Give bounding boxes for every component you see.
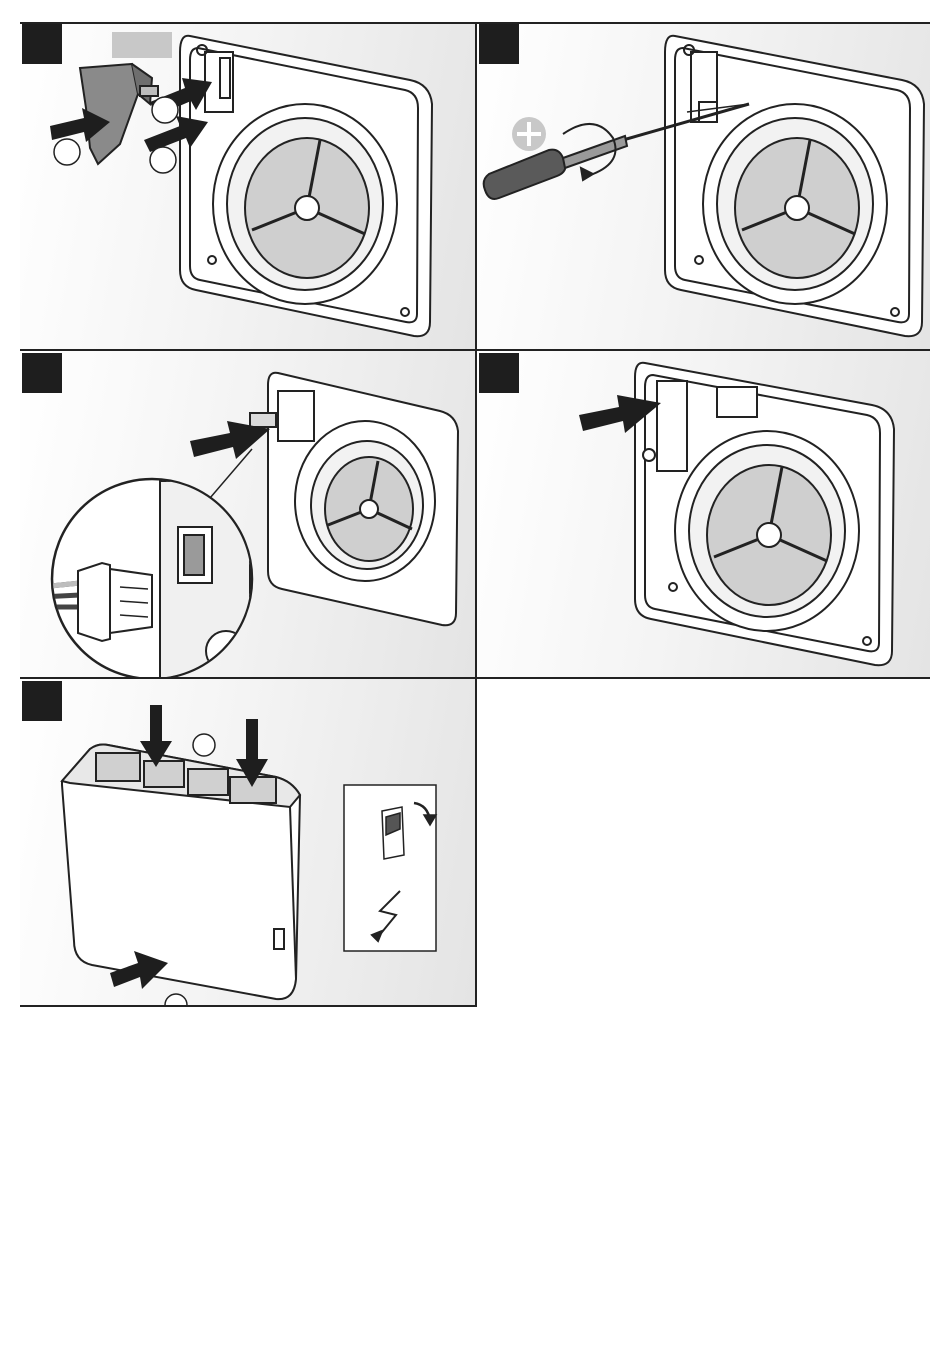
- step-5-panel: [20, 679, 475, 1006]
- step-5-illustration: [20, 679, 475, 1006]
- step-2-panel: [477, 22, 930, 349]
- step-3-illustration: [20, 351, 475, 677]
- step-2-illustration: [477, 22, 930, 349]
- gray-label-box: [112, 32, 172, 58]
- fan-housing-icon: [180, 36, 432, 336]
- fan-housing-icon: [250, 373, 458, 626]
- safety-symbol-box: [344, 785, 436, 951]
- step-4-panel: [477, 351, 930, 677]
- fan-housing-icon: [635, 363, 894, 665]
- empty-panel: [477, 679, 930, 1006]
- step-3-panel: [20, 351, 475, 677]
- connector-plug-icon: [78, 563, 152, 641]
- step-4-illustration: [477, 351, 930, 677]
- divider: [475, 22, 477, 1006]
- phillips-screw-icon: [512, 117, 546, 151]
- step-1-illustration: [20, 22, 475, 349]
- divider: [20, 1005, 477, 1007]
- step-1-panel: [20, 22, 475, 349]
- cover-housing-icon: [62, 745, 300, 1000]
- instruction-grid: [20, 22, 930, 1006]
- fan-housing-icon: [665, 36, 924, 336]
